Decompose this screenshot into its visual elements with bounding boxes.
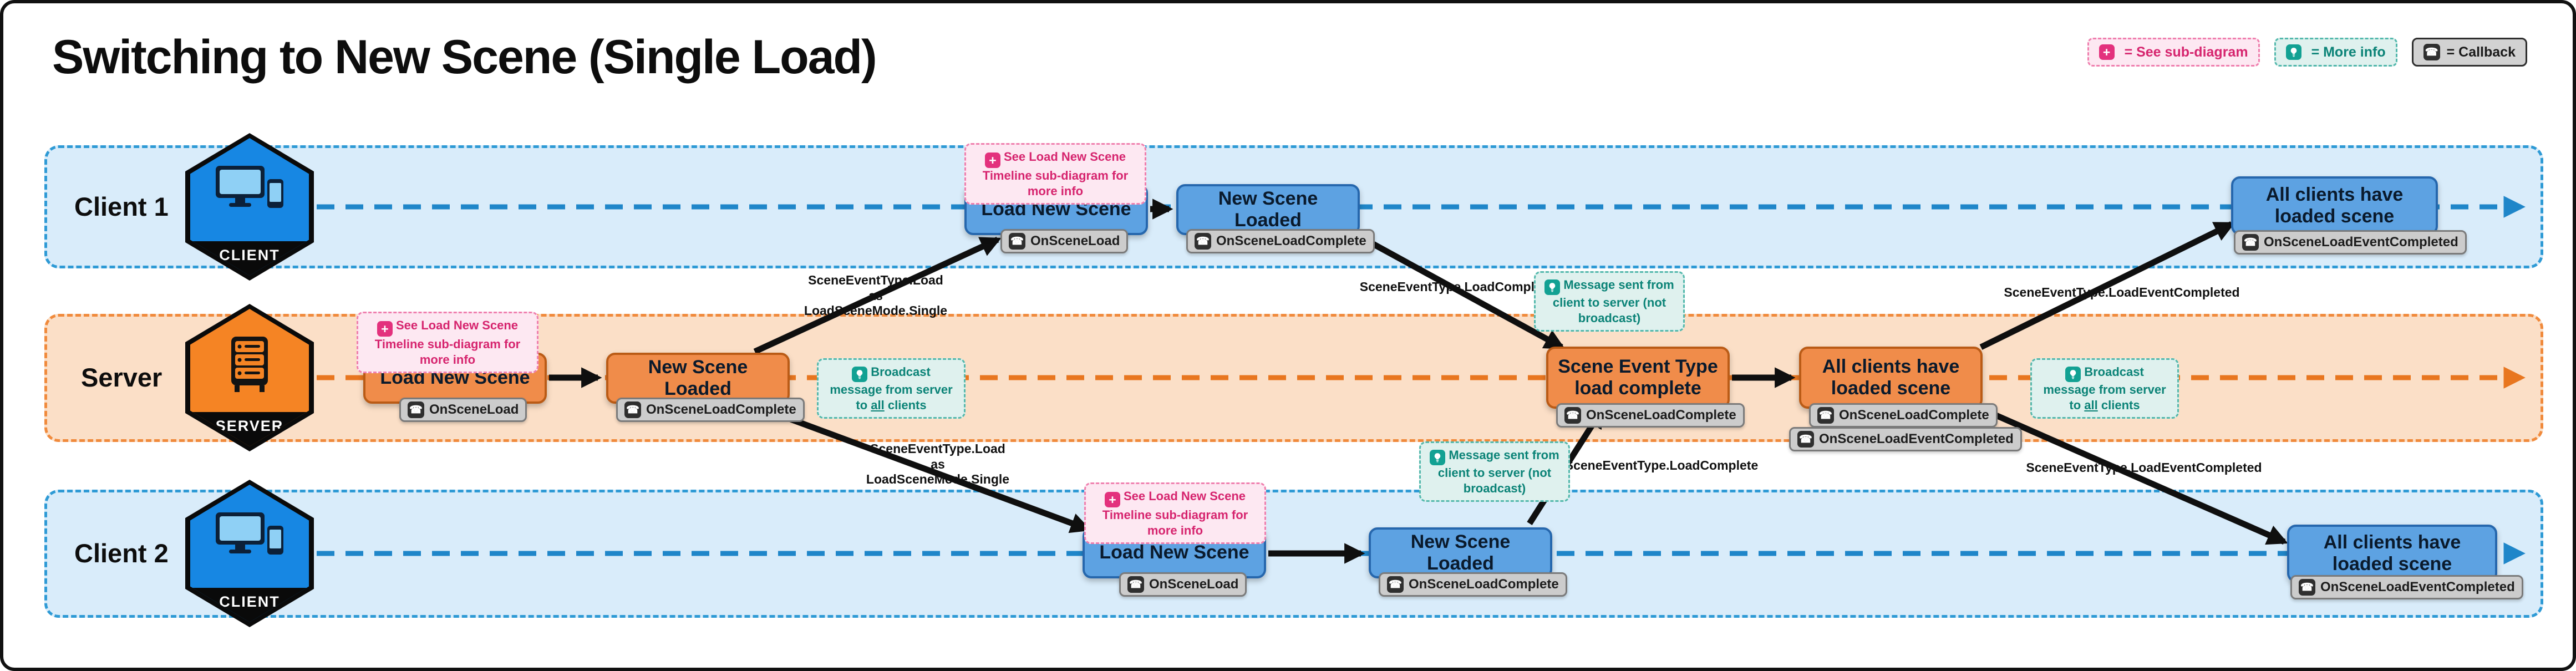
server-client-msg-note-bottom: Message sent from client to server (not … [1419, 441, 1570, 502]
phone-icon: ☎ [1564, 407, 1581, 424]
client1-hexagon-bg: CLIENT [190, 138, 309, 276]
client1-all-clients-loaded-box: All clients have loaded scene [2231, 176, 2438, 235]
note-text: See Load New Scene Timeline sub-diagram … [982, 150, 1129, 198]
server-lane-label: Server [81, 363, 162, 392]
server-onsceneloadcomplete-callback: ☎ OnSceneLoadComplete [616, 398, 805, 422]
arrow-label-load-client1: SceneEventType.Load as LoadSceneMode.Sin… [804, 273, 948, 318]
callback-text: OnSceneLoadEventCompleted [1819, 431, 2014, 446]
client2-hexagon-bg: CLIENT [190, 485, 309, 622]
client2-sub-diagram-note: +See Load New Scene Timeline sub-diagram… [1084, 482, 1266, 545]
legend-sub-diagram-badge: + = See sub-diagram [2087, 38, 2260, 67]
event-arrows [549, 199, 2288, 564]
callback-text: OnSceneLoadComplete [646, 402, 796, 417]
callback-text: OnSceneLoad [429, 402, 519, 417]
phone-icon: ☎ [1387, 576, 1404, 593]
note-text: clients [2097, 398, 2140, 412]
client1-onsceneload-callback: ☎ OnSceneLoad [1000, 229, 1129, 253]
server-badge-label: SERVER [215, 418, 284, 434]
plus-icon: + [377, 321, 393, 337]
server-rack-icon [231, 337, 268, 392]
legend-sub-diagram-label: = See sub-diagram [2124, 44, 2248, 60]
arrow-label-load-client2: SceneEventType.Load as LoadSceneMode.Sin… [866, 441, 1010, 487]
plus-icon: + [2099, 44, 2115, 60]
note-text: See Load New Scene Timeline sub-diagram … [374, 318, 521, 367]
client-devices-icon [216, 166, 283, 208]
phone-icon: ☎ [1127, 576, 1144, 593]
arrow-label-loadeventcompleted-client2: SceneEventType.LoadEventCompleted [2026, 460, 2262, 475]
arrow-label-loadcomplete-client2: SceneEventType.LoadComplete [1564, 458, 1759, 472]
legend: + = See sub-diagram = More info ☎ = Call… [2087, 38, 2527, 67]
client1-new-scene-loaded-box: New Scene Loaded [1176, 184, 1360, 235]
client2-all-clients-loaded-box: All clients have loaded scene [2287, 525, 2497, 582]
bulb-icon [852, 367, 868, 382]
client1-onsceneloadcomplete-callback: ☎ OnSceneLoadComplete [1186, 229, 1375, 253]
server-onsceneload-callback: ☎ OnSceneLoad [399, 398, 527, 422]
note-text: See Load New Scene Timeline sub-diagram … [1102, 489, 1248, 537]
server-broadcast-note-right: Broadcast message from server to all cli… [2030, 358, 2179, 419]
client2-badge-label: CLIENT [219, 593, 280, 610]
callback-text: OnSceneLoad [1030, 233, 1120, 248]
server-all-onsceneloadeventcompleted-callback: ☎ OnSceneLoadEventCompleted [1789, 427, 2022, 451]
note-text-underlined: all [871, 398, 885, 412]
note-text: Message sent from client to server (not … [1552, 278, 1674, 325]
callback-text: OnSceneLoadEventCompleted [2320, 580, 2515, 594]
server-all-clients-loaded-box: All clients have loaded scene [1799, 347, 1983, 409]
phone-icon: ☎ [1797, 431, 1814, 448]
phone-icon: ☎ [2242, 234, 2259, 251]
phone-icon: ☎ [2299, 579, 2315, 596]
client1-onsceneloadeventcompleted-callback: ☎ OnSceneLoadEventCompleted [2234, 230, 2467, 255]
client1-badge-label: CLIENT [219, 247, 280, 263]
server-scene-event-type-box: Scene Event Type load complete [1546, 347, 1730, 409]
client-devices-icon [216, 512, 283, 555]
bulb-icon [2285, 44, 2301, 60]
client2-onsceneloadcomplete-callback: ☎ OnSceneLoadComplete [1379, 572, 1567, 597]
client2-lane-label: Client 2 [74, 538, 169, 568]
server-broadcast-note-left: Broadcast message from server to all cli… [817, 358, 966, 419]
page-title: Switching to New Scene (Single Load) [52, 30, 877, 84]
callback-text: OnSceneLoadComplete [1216, 233, 1366, 248]
note-text: Message sent from client to server (not … [1437, 448, 1559, 495]
note-text-underlined: all [2084, 398, 2098, 412]
client2-onsceneload-callback: ☎ OnSceneLoad [1119, 572, 1247, 597]
legend-callback-label: = Callback [2446, 44, 2516, 60]
legend-more-info-badge: = More info [2274, 38, 2397, 67]
phone-icon: ☎ [1009, 233, 1025, 250]
note-text: Broadcast message from server to [2043, 365, 2166, 412]
bulb-icon [1544, 279, 1561, 295]
server-all-onsceneloadcomplete-callback: ☎ OnSceneLoadComplete [1809, 403, 1998, 428]
client2-onsceneloadeventcompleted-callback: ☎ OnSceneLoadEventCompleted [2290, 575, 2523, 599]
legend-callback-badge: ☎ = Callback [2411, 38, 2527, 67]
note-text: clients [884, 398, 927, 412]
bulb-icon [1430, 450, 1446, 465]
callback-text: OnSceneLoadComplete [1409, 577, 1559, 592]
server-sub-diagram-note: +See Load New Scene Timeline sub-diagram… [357, 312, 538, 374]
legend-more-info-label: = More info [2311, 44, 2386, 60]
callback-text: OnSceneLoad [1149, 577, 1239, 592]
bulb-icon [2065, 367, 2081, 382]
callback-text: OnSceneLoadEventCompleted [2264, 235, 2458, 250]
note-text: Broadcast message from server to [830, 365, 953, 412]
callback-text: OnSceneLoadComplete [1586, 408, 1736, 423]
phone-icon: ☎ [624, 401, 641, 418]
client2-new-scene-loaded-box: New Scene Loaded [1369, 527, 1552, 578]
arrow-label-loadeventcompleted-client1: SceneEventType.LoadEventCompleted [2004, 285, 2240, 299]
server-client-msg-note-top: Message sent from client to server (not … [1534, 271, 1685, 332]
plus-icon: + [984, 152, 1000, 169]
callback-text: OnSceneLoadComplete [1839, 408, 1989, 423]
server-new-scene-loaded-box: New Scene Loaded [606, 353, 790, 404]
phone-icon: ☎ [408, 401, 424, 418]
server-sceneevent-onsceneloadcomplete-callback: ☎ OnSceneLoadComplete [1556, 403, 1745, 428]
server-hexagon-bg: SERVER [190, 309, 309, 446]
arrow-label-loadcomplete-client1: SceneEventType.LoadComplete [1359, 279, 1553, 294]
plus-icon: + [1104, 492, 1120, 508]
phone-icon: ☎ [2423, 44, 2440, 60]
client1-sub-diagram-note: +See Load New Scene Timeline sub-diagram… [964, 143, 1146, 205]
client1-lane-label: Client 1 [74, 192, 169, 221]
phone-icon: ☎ [1817, 407, 1834, 424]
phone-icon: ☎ [1195, 233, 1211, 250]
